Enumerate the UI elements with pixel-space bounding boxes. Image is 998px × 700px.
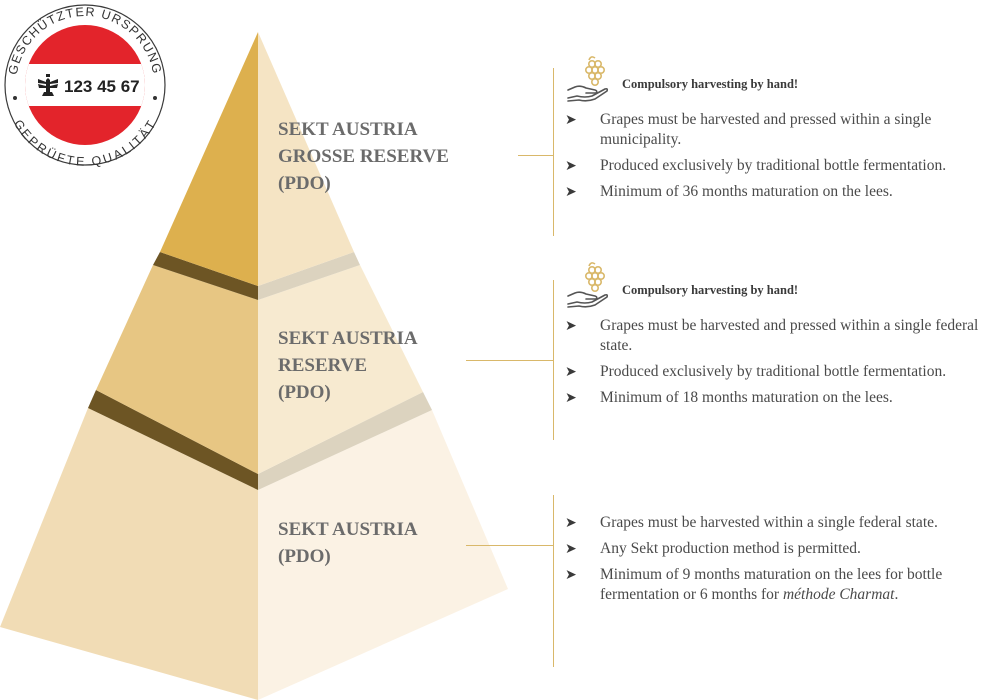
tier-1-left-face [160, 32, 258, 286]
band-2-left [88, 390, 258, 490]
eagle-icon [38, 74, 58, 96]
arrow-icon: ➤ [565, 515, 577, 531]
tier-2-right-face [258, 265, 423, 474]
grapes-hand-icon [567, 56, 609, 102]
tier-3-label-line-1: SEKT AUSTRIA [278, 519, 418, 540]
arrow-icon: ➤ [565, 541, 577, 557]
band-1-right [258, 252, 360, 300]
tier-1-harvest-note: Compulsory harvesting by hand! [565, 54, 995, 102]
tier-1-connector [518, 155, 553, 156]
tier-1-label: SEKT AUSTRIA GROSSE RESERVE (PDO) [278, 116, 449, 197]
tier-3-right-face [258, 410, 508, 700]
tier-3-rule-1: Grapes must be harvested within a single… [600, 514, 938, 531]
list-item: ➤ Minimum of 36 months maturation on the … [565, 182, 995, 202]
tier-2-rules: ➤ Grapes must be harvested and pressed wi… [565, 316, 995, 408]
arrow-icon: ➤ [565, 390, 577, 406]
tier-1-label-line-3: (PDO) [278, 173, 331, 194]
tier-1-label-line-2: GROSSE RESERVE [278, 146, 449, 167]
tier-1-rule-3: Minimum of 36 months maturation on the l… [600, 183, 893, 200]
tier-2-label-line-1: SEKT AUSTRIA [278, 328, 418, 349]
tier-2-rule-3: Minimum of 18 months maturation on the l… [600, 389, 893, 406]
tier-3-left-face [0, 408, 258, 700]
tier-3-rule-2: Any Sekt production method is permitted. [600, 540, 861, 557]
tier-1-right-face [258, 32, 354, 286]
seal-white-stripe [25, 64, 145, 106]
tier-2-label-line-2: RESERVE [278, 355, 368, 376]
tier-3-label-line-2: (PDO) [278, 546, 331, 567]
tier-2-harvest-text: Compulsory harvesting by hand! [622, 283, 799, 297]
tier-1-label-line-1: SEKT AUSTRIA [278, 119, 418, 140]
seal-number: 123 45 67 [64, 77, 140, 96]
arrow-icon: ➤ [565, 318, 577, 334]
tier-3-panel: ➤ Grapes must be harvested within a singl… [565, 513, 995, 611]
arrow-icon: ➤ [565, 364, 577, 380]
tier-2-rule-1: Grapes must be harvested and pressed wit… [600, 317, 979, 354]
tier-2-label: SEKT AUSTRIA RESERVE (PDO) [278, 325, 418, 406]
list-item: ➤ Grapes must be harvested and pressed wi… [565, 110, 995, 150]
tier-1-harvest-text: Compulsory harvesting by hand! [622, 77, 799, 91]
seal-dot-right [153, 96, 157, 100]
list-item: ➤ Produced exclusively by traditional bot… [565, 362, 995, 382]
list-item: ➤ Grapes must be harvested within a singl… [565, 513, 995, 533]
tier-1-rule-1: Grapes must be harvested and pressed wit… [600, 111, 932, 148]
tier-2-connector [466, 360, 553, 361]
tier-2-label-line-3: (PDO) [278, 382, 331, 403]
list-item: ➤ Any Sekt production method is permitted… [565, 539, 995, 559]
arrow-icon: ➤ [565, 184, 577, 200]
tier-3-connector [466, 545, 553, 546]
seal-dot-left [13, 96, 17, 100]
grapes-hand-icon [567, 262, 609, 308]
list-item: ➤ Minimum of 18 months maturation on the … [565, 388, 995, 408]
arrow-icon: ➤ [565, 158, 577, 174]
tier-2-panel: Compulsory harvesting by hand! ➤ Grapes m… [565, 260, 995, 414]
tier-3-rule-3: Minimum of 9 months maturation on the le… [600, 566, 943, 603]
tier-3-rule-3-tail: . [894, 586, 899, 603]
band-1-left [153, 252, 258, 300]
tier-1-panel: Compulsory harvesting by hand! ➤ Grapes m… [565, 54, 995, 208]
tier-1-rule-2: Produced exclusively by traditional bott… [600, 157, 947, 174]
list-item: ➤ Produced exclusively by traditional bot… [565, 156, 995, 176]
tier-1-rules: ➤ Grapes must be harvested and pressed wi… [565, 110, 995, 202]
tier-1-bracket [553, 68, 554, 236]
tier-3-label: SEKT AUSTRIA (PDO) [278, 516, 418, 570]
band-2-right [258, 392, 432, 490]
arrow-icon: ➤ [565, 567, 577, 583]
tier-2-harvest-note: Compulsory harvesting by hand! [565, 260, 995, 308]
tier-3-rule-3-emphasis: méthode Charmat [782, 586, 895, 603]
austrian-quality-seal: GESCHÜTZTER URSPRUNG GEPRÜFTE QUALITÄT 1… [4, 4, 166, 169]
tier-2-bracket [553, 280, 554, 440]
tier-3-bracket [553, 495, 554, 667]
tier-2-rule-2: Produced exclusively by traditional bott… [600, 363, 947, 380]
tier-3-rules: ➤ Grapes must be harvested within a singl… [565, 513, 995, 605]
arrow-icon: ➤ [565, 112, 577, 128]
list-item: ➤ Minimum of 9 months maturation on the l… [565, 565, 995, 605]
list-item: ➤ Grapes must be harvested and pressed wi… [565, 316, 995, 356]
tier-2-left-face [96, 265, 258, 474]
